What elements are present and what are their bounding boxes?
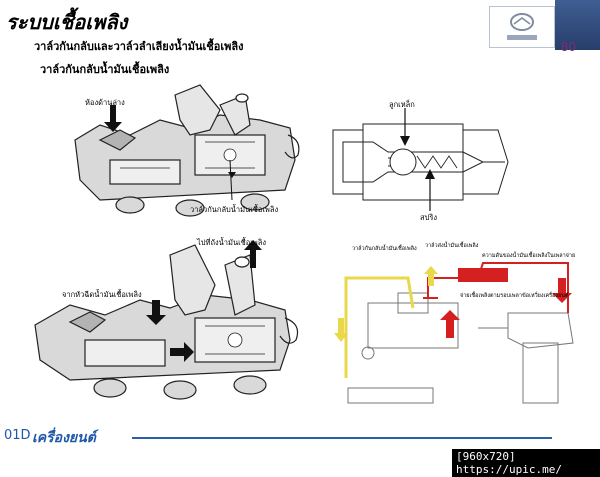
fuel-system-schematic bbox=[334, 262, 574, 404]
label-from-injector: จากหัวฉีดน้ำมันเชื้อเพลิง bbox=[62, 290, 142, 299]
ball-arrow-icon bbox=[400, 108, 410, 146]
watermark: [960x720] https://upic.me/ bbox=[452, 449, 600, 477]
valve-cross-section bbox=[332, 123, 509, 201]
check-valve-drawing-bottom bbox=[34, 240, 299, 400]
label-steel-ball: ลูกเหล็ก bbox=[389, 100, 415, 109]
footer-divider bbox=[132, 437, 552, 439]
spring-arrow-icon bbox=[425, 169, 435, 211]
check-valve-drawing-top bbox=[74, 84, 300, 217]
label-diag-delivery-valve: วาล์วส่งน้ำมันเชื้อเพลิง bbox=[425, 243, 479, 249]
label-diag-return: จ่ายเชื้อเพลิงตามรอบเพลาข้อเหวี่ยงเครื่อ… bbox=[460, 293, 569, 299]
footer-code: 01D bbox=[4, 428, 31, 443]
brand-logo bbox=[489, 6, 555, 48]
label-diag-pressure: ความดันของน้ำมันเชื้อเพลิงในเพลาจ่าย bbox=[482, 253, 576, 259]
label-check-valve: วาล์วกันกลับน้ำมันเชื้อเพลิง bbox=[190, 205, 279, 214]
logo-emblem-icon bbox=[507, 13, 537, 40]
slide-title: ระบบเชื้อเพลิง bbox=[6, 10, 128, 34]
footer-title: เครื่องยนต์ bbox=[32, 430, 96, 446]
page-number: 80 bbox=[560, 40, 576, 54]
label-to-fuel-tank: ไปที่ถังน้ำมันเชื้อเพลิง bbox=[197, 238, 267, 247]
slide-subtitle: วาล์วกันกลับและวาล์วลำเลียงน้ำมันเชื้อเพ… bbox=[34, 40, 244, 53]
header-band bbox=[555, 0, 600, 50]
label-diag-check-valve: วาล์วกันกลับน้ำมันเชื้อเพลิง bbox=[352, 246, 417, 252]
section-heading: วาล์วกันกลับน้ำมันเชื้อเพลิง bbox=[40, 63, 170, 76]
label-spring: สปริง bbox=[420, 213, 438, 222]
label-lower-chamber: ห้องด้านล่าง bbox=[85, 98, 125, 107]
